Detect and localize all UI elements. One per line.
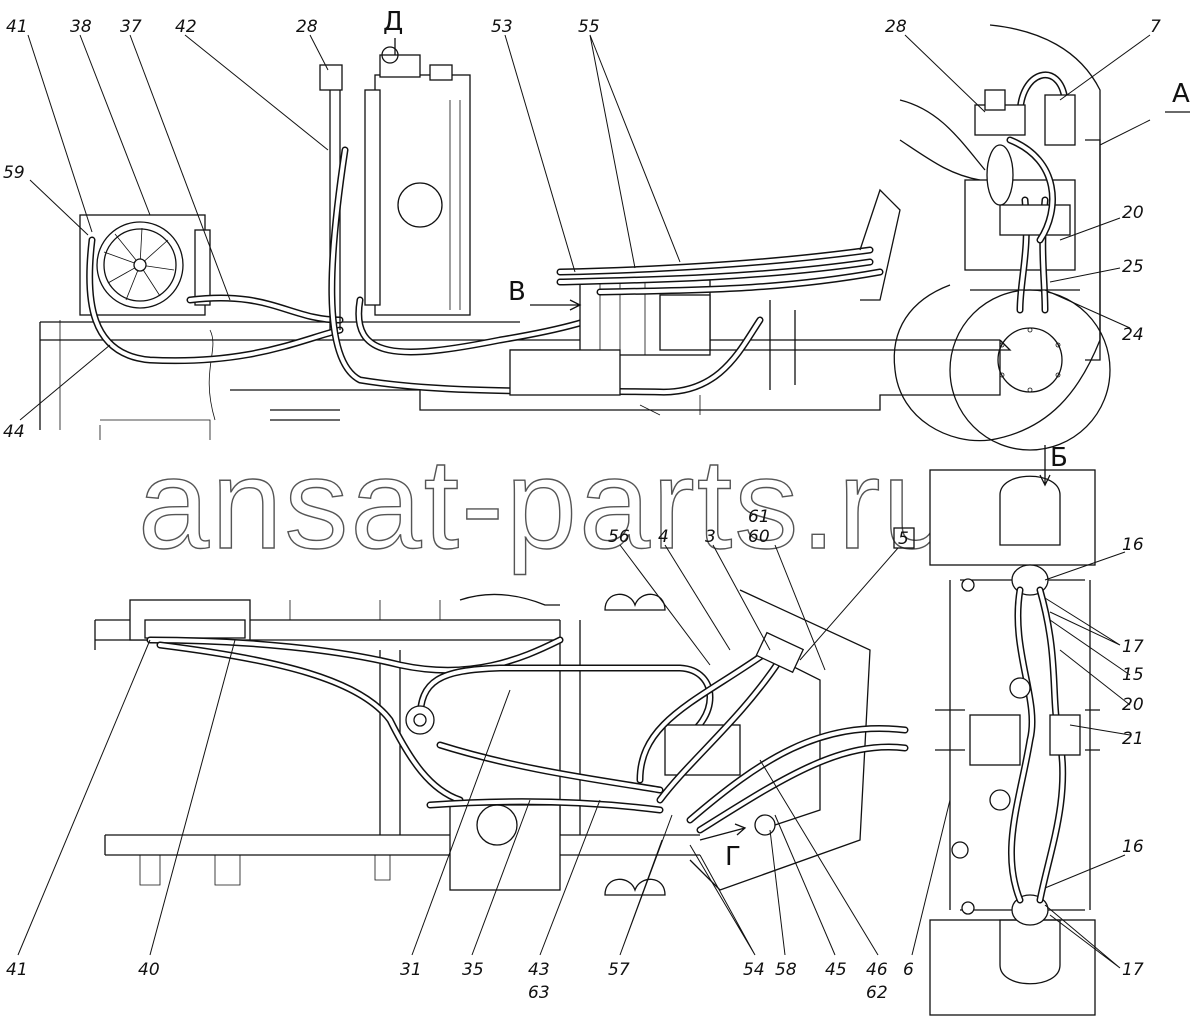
- callout-17-bottom: 17: [1122, 960, 1144, 980]
- callout-numbers: 41 38 37 42 28 53 55 59 44 28 7 20 25 24…: [3, 17, 1161, 1003]
- callout-62: 62: [866, 983, 888, 1003]
- callout-53: 53: [491, 17, 513, 37]
- callout-31: 31: [400, 960, 422, 980]
- callout-16-bottom: 16: [1122, 837, 1144, 857]
- hydraulic-tank: [374, 74, 471, 316]
- callout-57: 57: [608, 960, 630, 980]
- callout-45: 45: [825, 960, 847, 980]
- leader-lines: [17, 34, 1151, 969]
- side-view: В Д: [39, 7, 1012, 440]
- callout-40: 40: [138, 960, 160, 980]
- tank-plan: [449, 804, 561, 891]
- callout-15: 15: [1122, 665, 1144, 685]
- reference-box: [893, 527, 915, 549]
- callout-4: 4: [658, 527, 669, 547]
- watermark: ansat-parts.ru: [138, 433, 956, 576]
- callout-44: 44: [3, 422, 25, 442]
- callout-43: 43: [528, 960, 550, 980]
- callout-21: 21: [1122, 729, 1144, 749]
- callout-20-view-b: 20: [1122, 695, 1144, 715]
- callout-63: 63: [528, 983, 550, 1003]
- callout-38: 38: [70, 17, 92, 37]
- callout-58: 58: [775, 960, 797, 980]
- callout-41-bottom: 41: [6, 960, 28, 980]
- callout-46: 46: [866, 960, 888, 980]
- view-label-b: Б: [1050, 443, 1068, 473]
- callout-6: 6: [903, 960, 914, 980]
- view-b: Б: [929, 443, 1100, 1016]
- cooler-fan: [96, 221, 184, 309]
- reference-box-number: 5: [898, 529, 909, 549]
- callout-60: 60: [748, 527, 770, 547]
- view-label-v: В: [508, 277, 526, 307]
- callout-25: 25: [1122, 257, 1144, 277]
- callout-20-view-a: 20: [1122, 203, 1144, 223]
- callout-28-view-a: 28: [885, 17, 907, 37]
- callout-28-top: 28: [296, 17, 318, 37]
- view-a: А: [893, 24, 1190, 451]
- callout-42: 42: [175, 17, 197, 37]
- callout-16-top: 16: [1122, 535, 1144, 555]
- view-label-a: А: [1172, 79, 1190, 109]
- callout-37: 37: [120, 17, 142, 37]
- callout-61: 61: [748, 507, 770, 527]
- callout-55: 55: [578, 17, 600, 37]
- plan-view: Г 5: [94, 527, 915, 896]
- callout-7: 7: [1150, 17, 1161, 37]
- callout-54: 54: [743, 960, 765, 980]
- callout-17-top: 17: [1122, 637, 1144, 657]
- view-label-g: Г: [725, 842, 741, 872]
- callout-35: 35: [462, 960, 484, 980]
- view-label-d: Д: [383, 7, 403, 37]
- callout-3: 3: [705, 527, 716, 547]
- callout-41-top: 41: [6, 17, 28, 37]
- callout-56: 56: [608, 527, 630, 547]
- callout-24: 24: [1122, 325, 1144, 345]
- callout-59: 59: [3, 163, 25, 183]
